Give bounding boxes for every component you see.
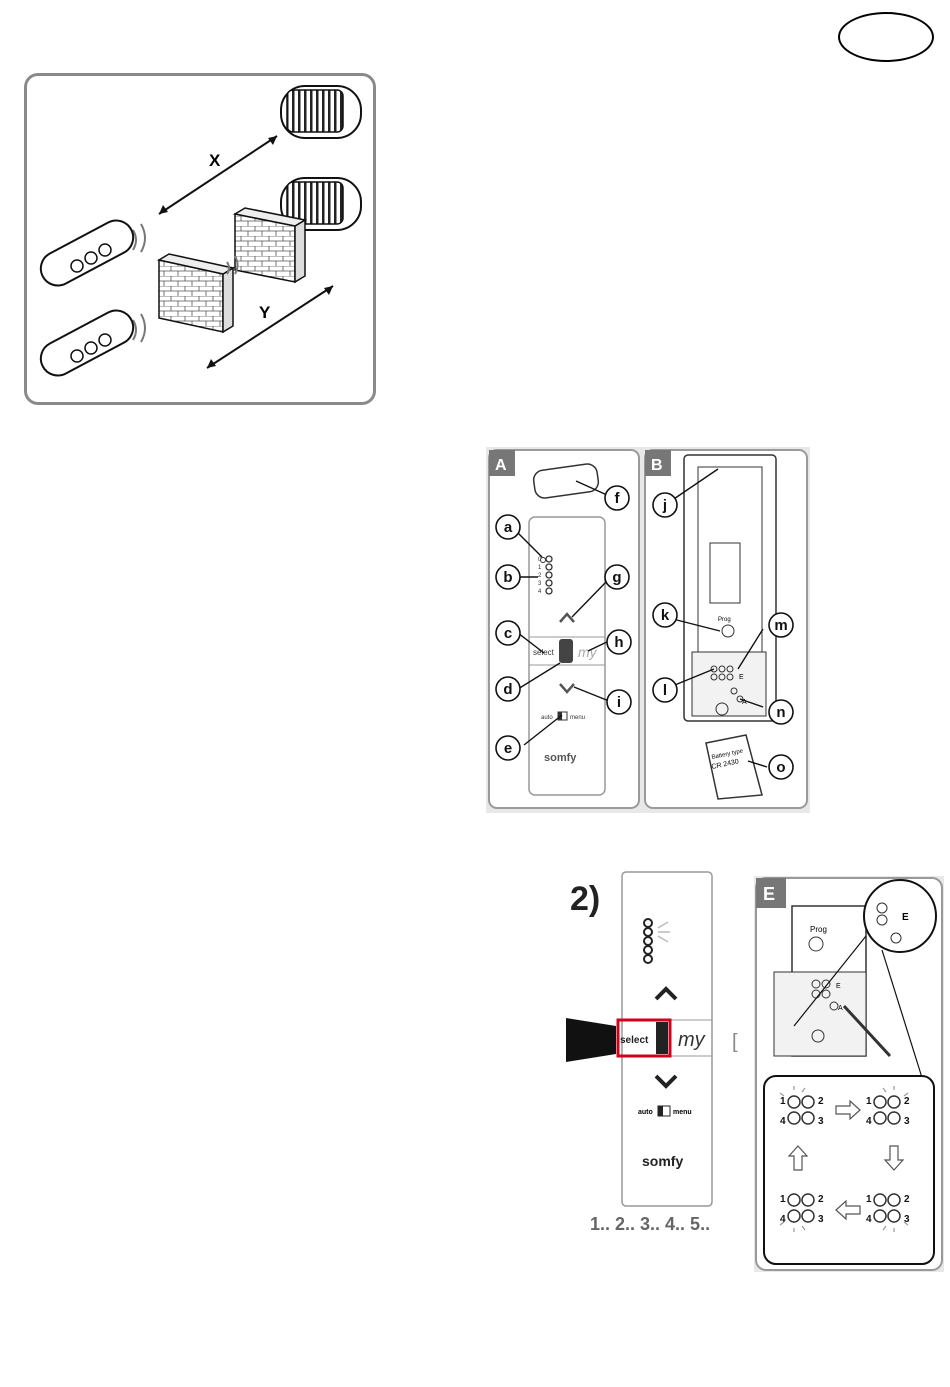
prog-label: Prog <box>810 925 827 934</box>
select-label: select <box>620 1035 649 1046</box>
callout-h: h <box>614 634 623 651</box>
prog-label: Prog <box>718 617 731 623</box>
menu-label: menu <box>673 1109 692 1116</box>
callout-a: a <box>504 519 513 536</box>
led-1-c: 1 <box>780 1194 786 1205</box>
range-figure: X Y <box>24 73 376 405</box>
language-badge <box>838 12 934 62</box>
led-4-a: 4 <box>780 1116 786 1127</box>
led-4-b: 4 <box>866 1116 872 1127</box>
somfy-logo: somfy <box>544 752 577 764</box>
led-2-a: 2 <box>818 1096 824 1107</box>
led-3-a: 3 <box>818 1116 824 1127</box>
auto-label: auto <box>638 1109 653 1116</box>
remote-bottom <box>35 305 139 382</box>
callout-c: c <box>504 625 512 642</box>
led-2-c: 2 <box>818 1194 824 1205</box>
menu-label: menu <box>570 715 585 721</box>
callout-e: e <box>504 740 512 757</box>
selector-wheel <box>559 639 573 663</box>
callout-m: m <box>774 617 787 634</box>
led-3-c: 3 <box>818 1214 824 1225</box>
remote-back: Prog E A <box>684 455 776 721</box>
parts-figure: A B 0 1 2 3 4 select my <box>486 447 810 813</box>
remote-top <box>35 215 139 292</box>
led-4-d: 4 <box>866 1214 872 1225</box>
led-3-d: 3 <box>904 1214 910 1225</box>
parts-illustration: A B 0 1 2 3 4 select my <box>486 447 810 813</box>
range-x-arrow: X <box>159 136 277 214</box>
panel-a-label: A <box>495 457 507 474</box>
step-number: 2) <box>570 880 600 918</box>
label-x: X <box>209 151 221 170</box>
callout-i: i <box>617 694 621 711</box>
led-4-c: 4 <box>780 1214 786 1225</box>
my-label: my <box>678 1029 706 1051</box>
led-1-d: 1 <box>866 1194 872 1205</box>
led-sequence: 1 2 4 3 1 2 4 3 1 2 4 3 1 2 4 3 <box>764 1076 934 1264</box>
led-1-a: 1 <box>780 1096 786 1107</box>
my-label: my <box>578 644 598 660</box>
led-1-b: 1 <box>866 1096 872 1107</box>
step2-figure: 2) select my [ auto menu somfy 1.. 2.. 3… <box>560 868 746 1240</box>
contact-e-label: E <box>739 674 744 681</box>
led-2-d: 2 <box>904 1194 910 1205</box>
callout-j: j <box>662 497 667 514</box>
remote-front: 0 1 2 3 4 select my auto menu somfy <box>529 517 605 795</box>
contact-e-small: E <box>836 983 841 990</box>
pointer-arrow-icon <box>566 1018 616 1062</box>
press-counter: 1.. 2.. 3.. 4.. 5.. <box>590 1214 710 1234</box>
contact-e-zoom: E <box>902 912 909 923</box>
panel-e-label: E <box>763 884 775 904</box>
callout-k: k <box>661 607 670 624</box>
led-3-b: 3 <box>904 1116 910 1127</box>
brick-wall-small <box>235 208 305 282</box>
contact-a-small: A <box>838 1005 843 1012</box>
callout-b: b <box>503 569 512 586</box>
remote-step2: select my [ auto menu somfy <box>566 872 738 1206</box>
callout-g: g <box>612 569 621 586</box>
callout-o: o <box>776 759 785 776</box>
led-2-b: 2 <box>904 1096 910 1107</box>
label-y: Y <box>259 303 271 322</box>
brick-wall-large <box>159 254 233 332</box>
range-illustration: X Y <box>27 76 373 402</box>
auto-label: auto <box>541 715 553 721</box>
somfy-logo: somfy <box>642 1153 683 1169</box>
svg-text:[: [ <box>732 1031 738 1053</box>
heater-top <box>281 86 361 138</box>
callout-d: d <box>503 681 512 698</box>
callout-n: n <box>776 704 785 721</box>
callout-l: l <box>663 682 667 699</box>
figure-e: E Prog E A E <box>754 876 944 1272</box>
panel-b-label: B <box>651 457 663 474</box>
